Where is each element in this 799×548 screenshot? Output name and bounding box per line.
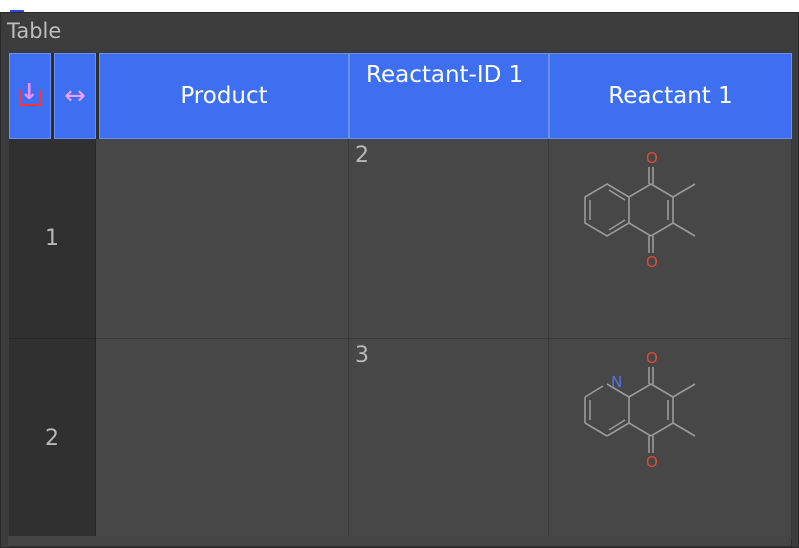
table-footer [8,536,791,546]
column-header-reactant-id[interactable]: Reactant-ID 1 [349,53,549,139]
cell-reactant-id[interactable]: 2 [349,139,549,339]
atom-oxygen-label: O [646,453,658,471]
cell-reactant-structure[interactable]: N O O [549,339,792,539]
cell-reactant-structure[interactable]: O O [549,139,792,339]
atom-oxygen-label: O [646,349,658,367]
cell-product[interactable] [96,139,349,339]
column-header-label: Reactant-ID 1 [366,62,524,88]
top-banner [0,0,799,12]
row-header-1[interactable]: 1 [9,139,96,339]
data-table[interactable]: ↓ ↔ Product Reactant-ID 1 Reactant 1 1 2 [9,53,792,548]
cell-reactant-id[interactable]: 3 [349,339,549,539]
sort-button[interactable]: ↓ [9,53,51,139]
column-header-product[interactable]: Product [99,53,349,139]
atom-oxygen-label: O [646,253,658,271]
column-header-reactant[interactable]: Reactant 1 [549,53,792,139]
cell-product[interactable] [96,339,349,539]
banner-cropped-text [10,0,24,12]
atom-oxygen-label: O [646,149,658,167]
atom-nitrogen-label: N [611,373,622,391]
expand-horizontal-icon: ↔ [64,80,86,111]
table-panel: Table ↓ ↔ Product Reactant-ID 1 Reactant… [0,12,799,548]
molecule-structure: O O [584,149,696,271]
panel-title: Table [7,19,62,43]
row-header-2[interactable]: 2 [9,339,96,539]
cell-value: 2 [355,143,369,168]
molecule-structure: N O O [584,349,696,471]
expand-columns-button[interactable]: ↔ [54,53,96,139]
cell-value: 3 [355,343,369,368]
sort-down-icon: ↓ [19,80,41,107]
